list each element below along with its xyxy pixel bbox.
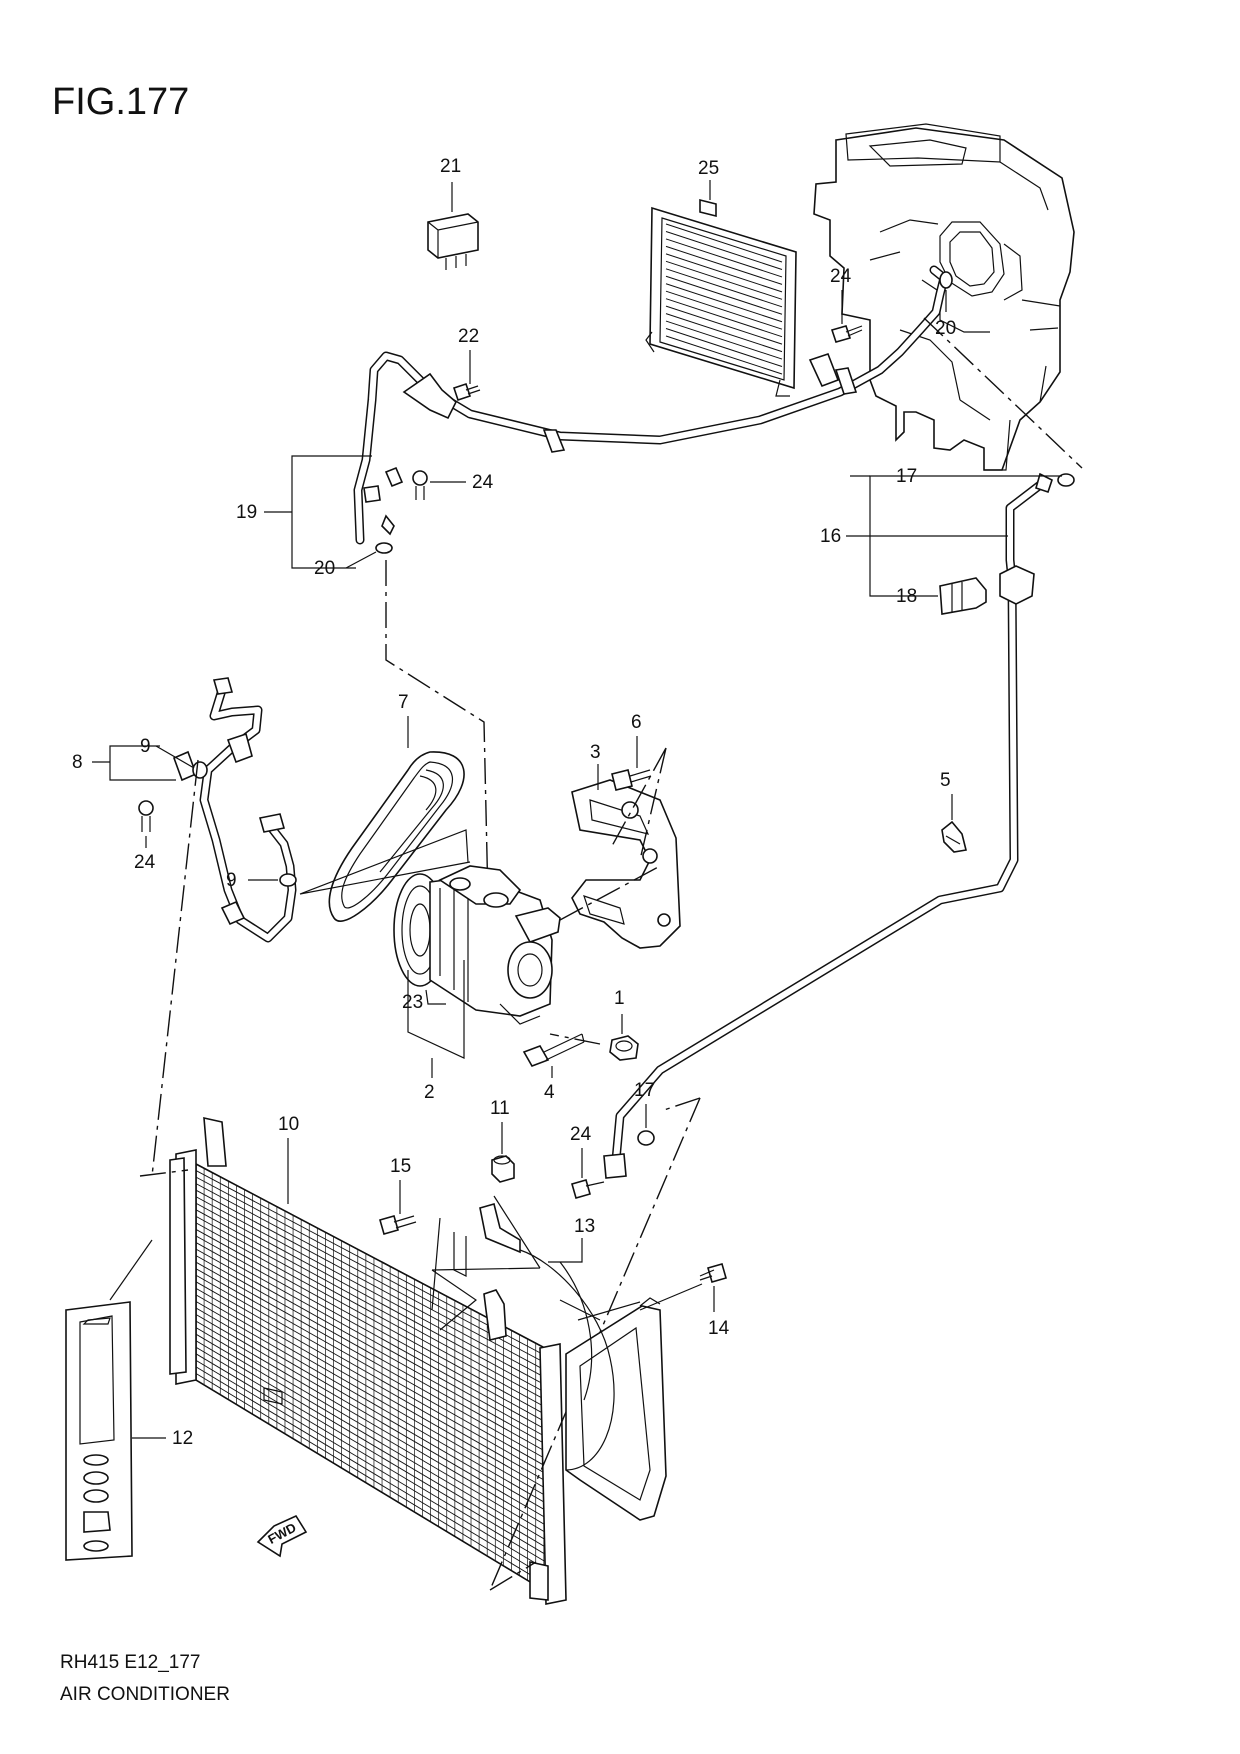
- callout-24-top: 24: [830, 266, 852, 287]
- callout-14: 14: [708, 1318, 730, 1339]
- callout-24-left: 24: [134, 852, 156, 873]
- callout-20-mid: 20: [314, 558, 335, 579]
- relay-part: [427, 213, 479, 270]
- figure-code: RH415 E12_177: [60, 1652, 201, 1673]
- drive-belt-7: [328, 751, 465, 922]
- callout-1: 2: [424, 1082, 435, 1103]
- callout-5: 4: [544, 1082, 555, 1103]
- o-ring-17-low: [637, 1130, 655, 1146]
- forward-arrow-icon: FWD: [256, 1514, 308, 1558]
- cabin-filter-part: [645, 198, 797, 397]
- bolt-6: [611, 769, 652, 791]
- callout-13: 13: [574, 1216, 595, 1237]
- dryer-kit-12: [65, 1301, 133, 1561]
- callout-18: 18: [896, 586, 917, 607]
- callout-3: 3: [590, 742, 601, 763]
- callout-22: 22: [458, 326, 479, 347]
- figure-name: AIR CONDITIONER: [60, 1684, 230, 1705]
- callout-9-low: 9: [226, 870, 237, 891]
- figure-title: FIG.177: [52, 81, 189, 123]
- callout-9-top: 9: [140, 736, 151, 757]
- o-ring-17-top: [1057, 473, 1075, 487]
- bolt-24-low: [571, 1179, 605, 1199]
- compressor-1: [393, 865, 561, 1025]
- hvac-unit: [813, 123, 1075, 471]
- callout-7: 7: [398, 692, 409, 713]
- o-ring-20-top: [939, 271, 953, 289]
- callout-19: 19: [236, 502, 257, 523]
- o-ring-9-low: [279, 873, 297, 887]
- bolt-24-top: [830, 325, 863, 343]
- clamp-23: [941, 820, 967, 853]
- bolt-24-left: [138, 800, 154, 832]
- dryer-leader: [109, 1239, 153, 1301]
- callout-2: 23: [402, 992, 423, 1013]
- grommet-11: [491, 1155, 515, 1183]
- callout-16: 16: [820, 526, 841, 547]
- callout-24-mid: 24: [472, 472, 494, 493]
- callout-15: 15: [390, 1156, 411, 1177]
- bolt-14: [699, 1263, 727, 1283]
- suction-pipe-16: [603, 472, 1053, 1179]
- callout-17-top: 17: [896, 466, 917, 487]
- callout-24-low: 24: [570, 1124, 592, 1145]
- nut-4: [609, 1035, 639, 1061]
- callout-12: 12: [172, 1428, 193, 1449]
- callout-8: 8: [72, 752, 83, 773]
- callout-4: 1: [614, 988, 625, 1009]
- callout-23: 5: [940, 770, 951, 791]
- bracket-mount: [453, 1203, 521, 1341]
- callout-11: 11: [490, 1098, 510, 1119]
- condenser-10: [175, 1116, 567, 1605]
- compressor-bracket-3: [571, 779, 681, 949]
- bolt-24-mid: [412, 470, 428, 500]
- fan-shroud-13: [519, 1249, 667, 1521]
- callout-25: 25: [698, 158, 719, 179]
- bolt-5: [522, 1033, 585, 1067]
- liquid-pipe-8: [172, 677, 297, 943]
- callout-17-low: 17: [634, 1080, 655, 1101]
- discharge-hose-19: [353, 265, 949, 554]
- callout-20-top: 20: [935, 318, 956, 339]
- receiver-dryer-tube: [169, 1157, 187, 1375]
- callout-6: 6: [631, 712, 642, 733]
- callout-10: 10: [278, 1114, 299, 1135]
- bolt-15: [379, 1215, 417, 1235]
- bolt-22: [452, 382, 481, 402]
- callout-21: 21: [440, 156, 461, 177]
